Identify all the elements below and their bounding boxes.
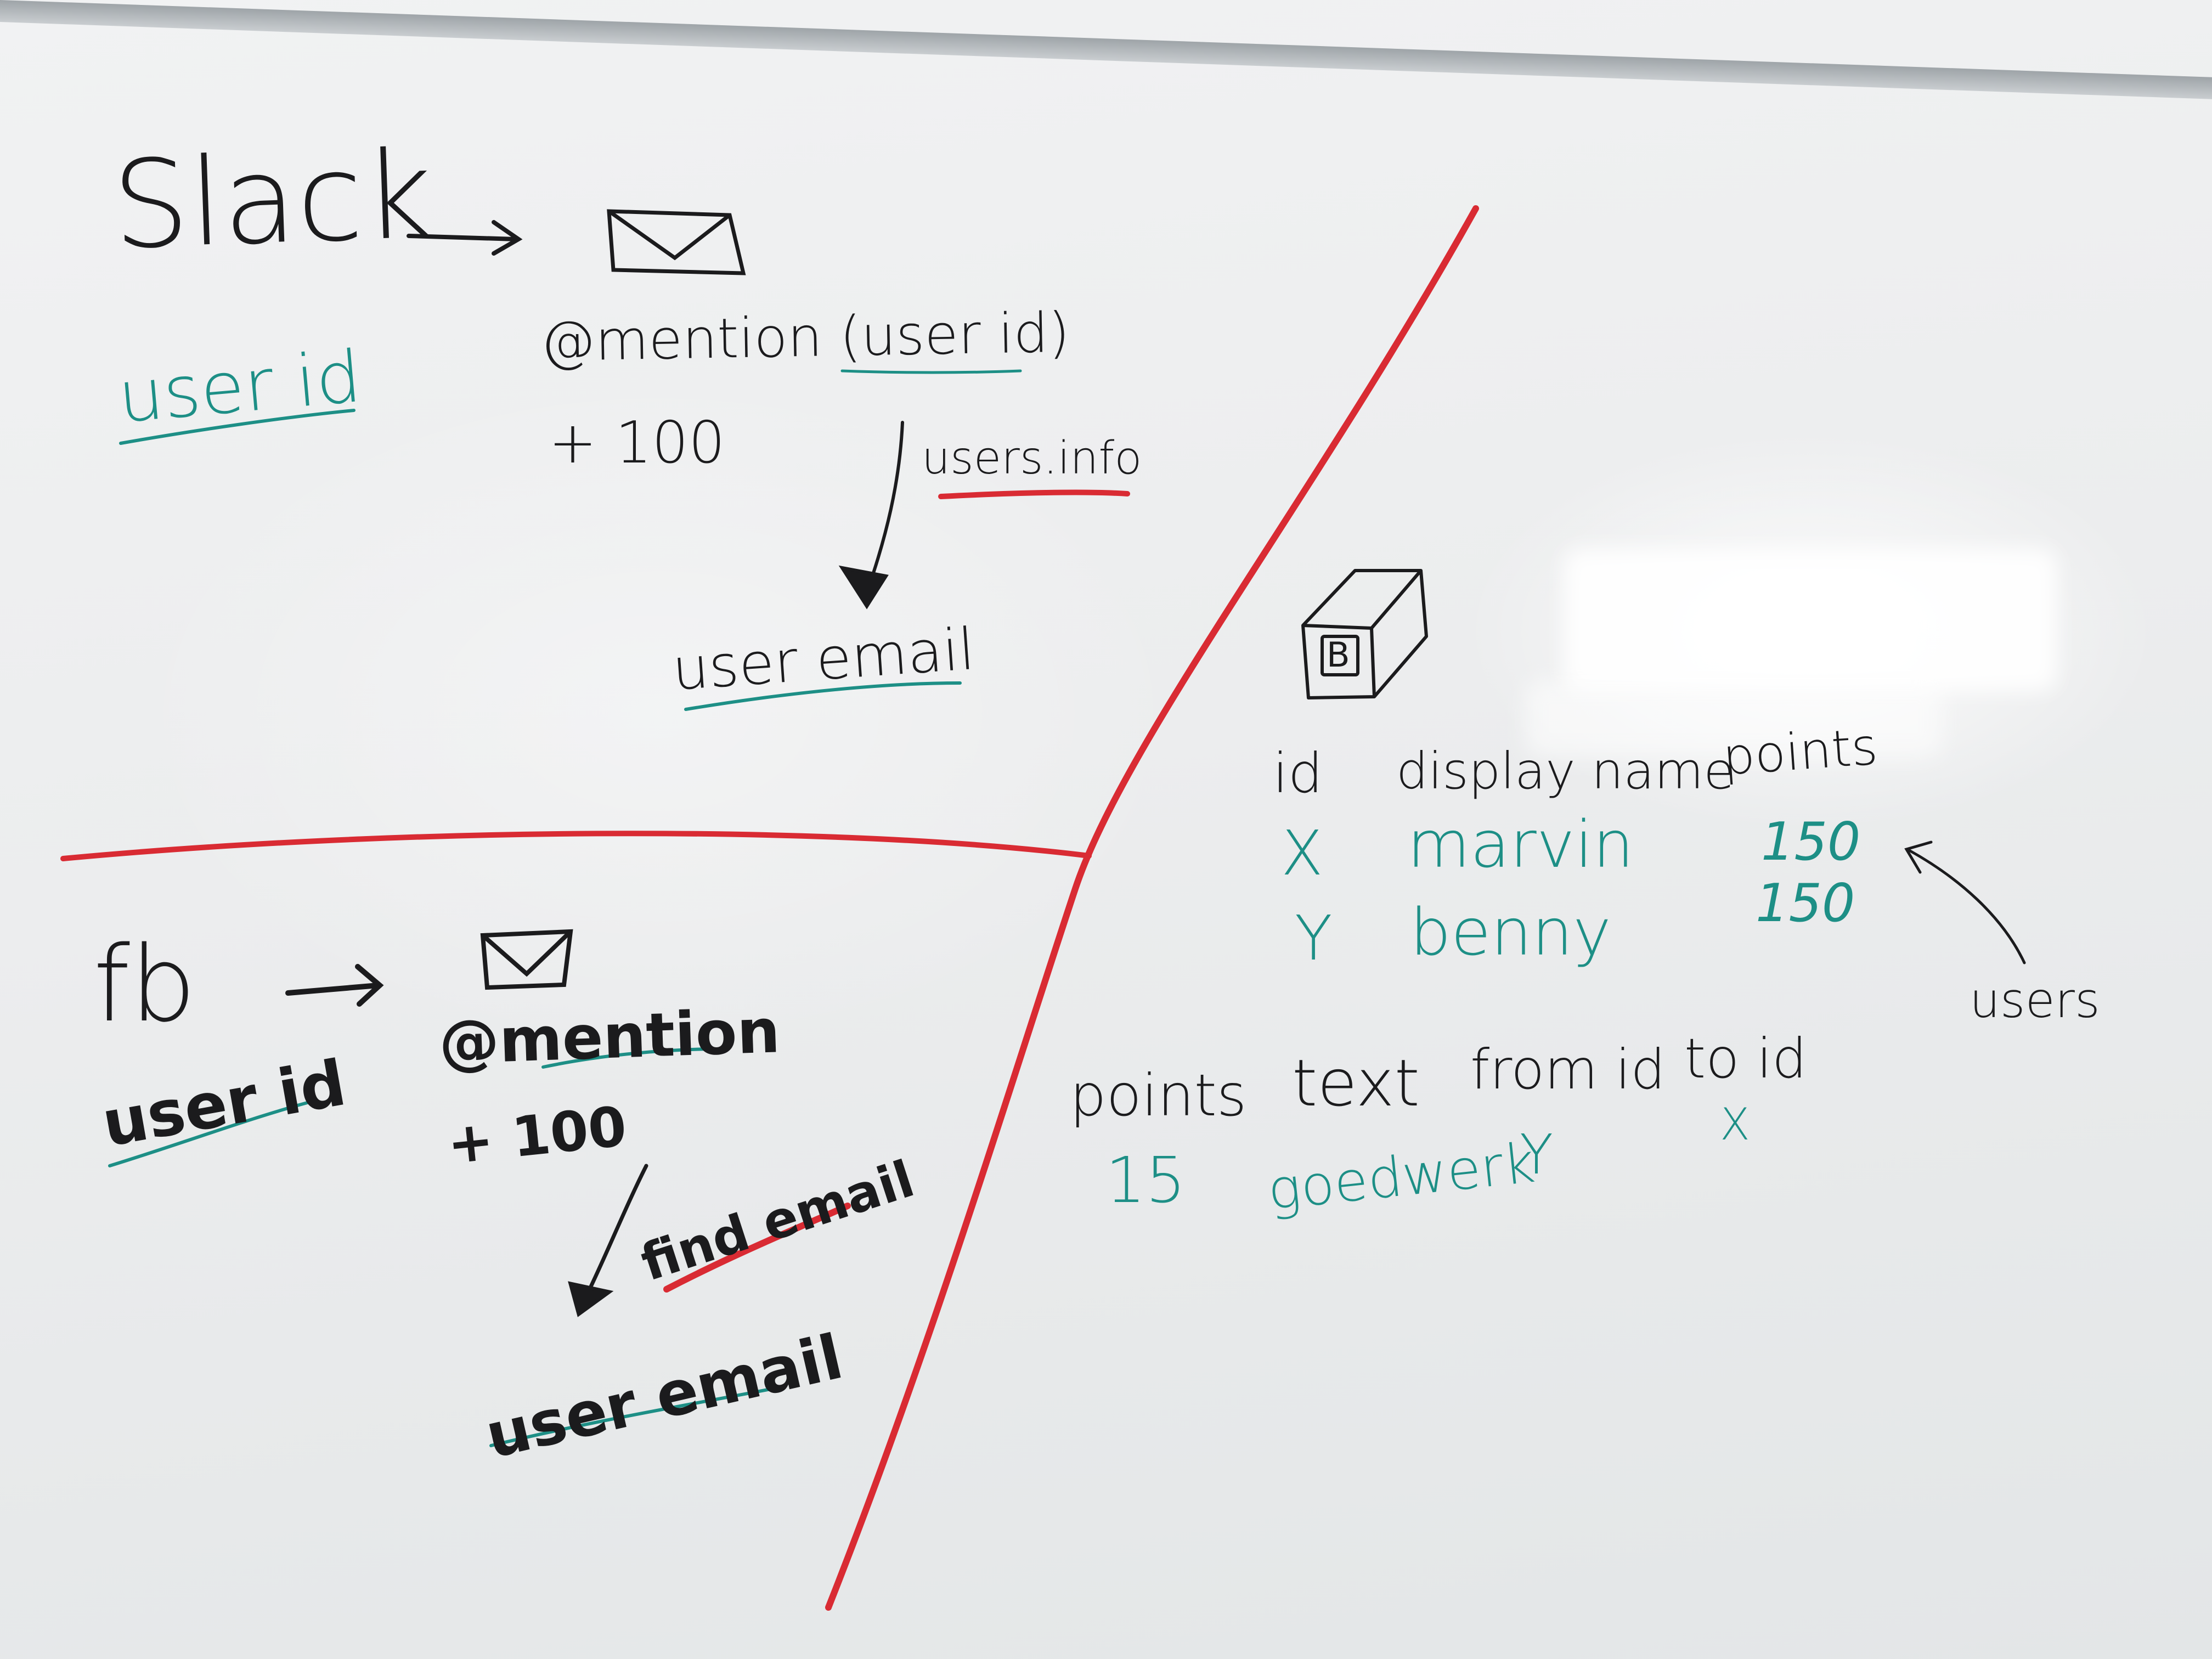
underline — [541, 1047, 723, 1069]
users-header-display-name: display name — [1396, 742, 1735, 800]
underline — [663, 1203, 851, 1293]
users-header-id: id — [1273, 741, 1323, 805]
slack-title: Slack — [110, 124, 436, 276]
slack-mention: @mention (user id) — [540, 300, 1070, 374]
users-pointer-arrow-icon — [1904, 840, 2026, 964]
underline — [684, 681, 962, 711]
users-row-1-id: Y — [1295, 903, 1333, 974]
slack-arrow-icon — [407, 220, 523, 256]
slack-plus-points: + 100 — [549, 409, 725, 476]
points-header-points: points — [1070, 1062, 1247, 1129]
database-cube-icon — [1301, 569, 1428, 699]
underline — [938, 489, 1130, 499]
users-row-1-points: 150 — [1756, 873, 1855, 934]
points-header-text: text — [1292, 1045, 1420, 1121]
slack-envelope-icon — [607, 209, 746, 275]
slack-down-arrow-icon — [838, 421, 904, 610]
slack-user-id: user id — [115, 334, 365, 439]
fb-title: fb — [93, 924, 196, 1045]
red-horizontal-divider — [60, 831, 1092, 861]
points-row-0-to-id: X — [1720, 1099, 1750, 1150]
users-header-points: points — [1720, 717, 1880, 787]
fb-mention: @mention — [437, 996, 781, 1078]
users-row-0-points: 150 — [1761, 812, 1861, 872]
points-row-0-points: 15 — [1105, 1144, 1186, 1217]
users-row-0-id: X — [1281, 818, 1323, 889]
underline — [840, 369, 1022, 374]
light-reflection — [1564, 549, 2057, 691]
users-row-0-display-name: marvin — [1407, 806, 1634, 882]
underline — [489, 1386, 778, 1447]
points-header-to-id: to id — [1684, 1026, 1807, 1091]
users-annotation: users — [1970, 972, 2100, 1029]
slack-api-users-info: users.info — [922, 432, 1142, 484]
users-table-db-label: B — [1327, 635, 1350, 675]
fb-arrow-icon — [285, 964, 384, 1007]
points-row-0-from-id: Y — [1520, 1122, 1554, 1187]
light-reflection — [1525, 680, 1942, 757]
users-row-1-display-name: benny — [1410, 894, 1611, 970]
underline — [108, 1101, 309, 1167]
fb-envelope-icon — [480, 929, 573, 990]
red-diagonal-divider — [825, 205, 1479, 1611]
fb-down-arrow-icon — [568, 1164, 648, 1317]
underline — [119, 409, 356, 445]
points-header-from-id: from id — [1470, 1037, 1666, 1102]
